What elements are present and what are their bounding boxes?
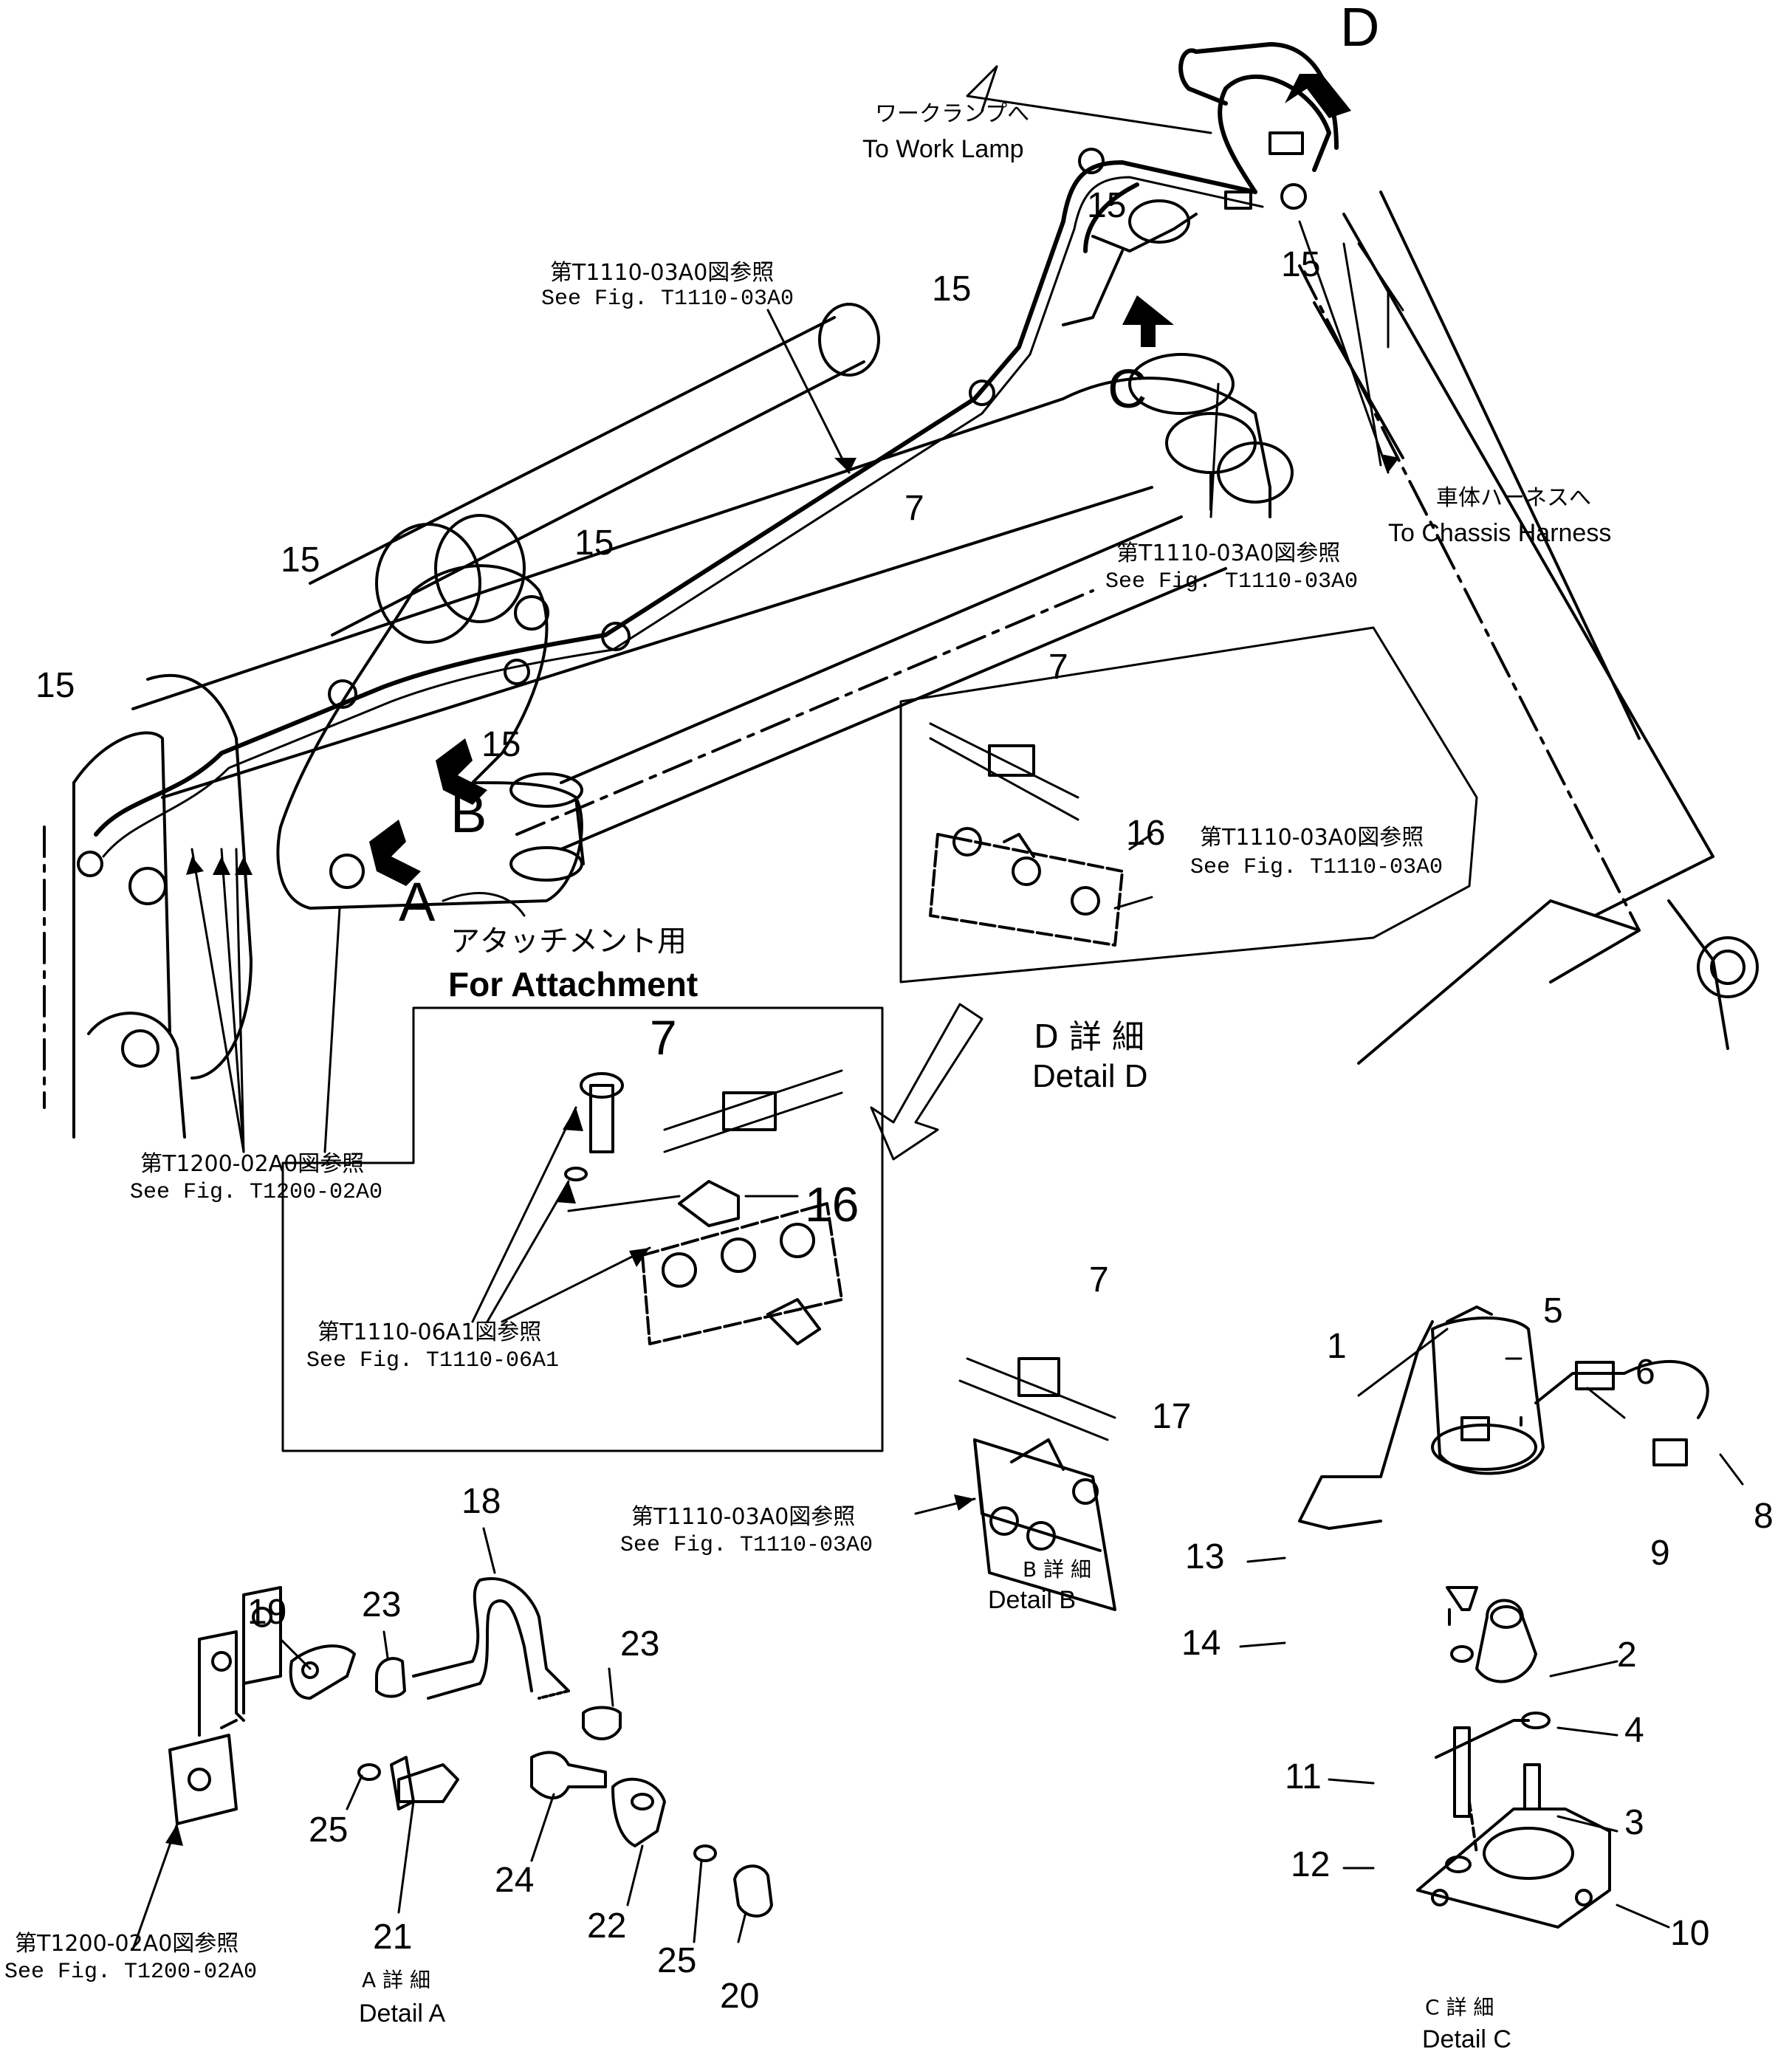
- main-leaders: [190, 65, 1404, 1153]
- callout-16-inset: 16: [1126, 814, 1166, 853]
- leader-arrowheads: [186, 454, 1399, 875]
- detail-c-jp: C 詳 細: [1425, 1995, 1494, 2019]
- detail-d-jp: D 詳 細: [1034, 1018, 1144, 1056]
- ref-t1110-06a1-jp: 第T1110-06A1図参照: [317, 1319, 542, 1345]
- ref-t1110-06a1-en: See Fig. T1110-06A1: [306, 1348, 560, 1373]
- callout-20: 20: [720, 1977, 760, 2016]
- ref-t1110-03a0-en-right: See Fig. T1110-03A0: [1105, 569, 1359, 594]
- callout-16-attachment: 16: [805, 1177, 859, 1232]
- callout-18: 18: [461, 1482, 501, 1521]
- detail-d-en: Detail D: [1032, 1058, 1148, 1094]
- callout-23-right: 23: [620, 1624, 660, 1664]
- inset-attachment: [281, 1006, 884, 1452]
- detail-c-leaders: [1239, 1328, 1744, 1929]
- detail-a-art: [168, 1577, 773, 1918]
- note-work-lamp-jp: ワークランプへ: [875, 101, 1030, 127]
- ref-t1200-02a0-en-a: See Fig. T1200-02A0: [4, 1960, 258, 1985]
- ref-t1200-02a0-jp-left: 第T1200-02A0図参照: [140, 1151, 365, 1177]
- callout-15-left: 15: [35, 666, 75, 705]
- ref-t1110-03a0-en-b: See Fig. T1110-03A0: [620, 1533, 873, 1558]
- detail-a-arrowhead: [165, 1824, 183, 1846]
- attachment-arrowheads: [555, 1108, 650, 1267]
- callout-12: 12: [1291, 1845, 1331, 1884]
- view-letter-c: C: [1108, 358, 1147, 419]
- callout-8: 8: [1754, 1497, 1774, 1536]
- ref-t1110-03a0-en-inset: See Fig. T1110-03A0: [1190, 855, 1443, 880]
- note-attachment-jp: アタッチメント用: [450, 924, 687, 958]
- callout-25-right: 25: [657, 1941, 697, 1980]
- detail-b-en: Detail B: [988, 1586, 1077, 1614]
- callout-3: 3: [1624, 1803, 1644, 1842]
- callout-25-left: 25: [309, 1810, 349, 1850]
- ref-t1110-03a0-jp-inset: 第T1110-03A0図参照: [1200, 825, 1424, 851]
- work-lamp-bracket: [1062, 131, 1304, 326]
- callout-10: 10: [1670, 1914, 1710, 1953]
- callout-19: 19: [247, 1593, 287, 1632]
- detail-b-art: [914, 1357, 1116, 1611]
- callout-6: 6: [1635, 1353, 1655, 1392]
- callout-9: 9: [1650, 1534, 1670, 1573]
- callout-21: 21: [373, 1918, 413, 1957]
- callout-5: 5: [1543, 1291, 1563, 1331]
- callout-15-right: 15: [1281, 245, 1321, 284]
- note-attachment-en: For Attachment: [448, 965, 698, 1003]
- callout-2: 2: [1617, 1635, 1637, 1675]
- detail-b-jp: B 詳 細: [1023, 1557, 1092, 1582]
- ref-t1110-03a0-jp-top: 第T1110-03A0図参照: [550, 260, 775, 286]
- boom-structure: [43, 190, 1759, 1139]
- callout-15-upper: 15: [932, 270, 972, 309]
- note-work-lamp-en: To Work Lamp: [862, 135, 1024, 163]
- view-letter-b: B: [450, 783, 487, 844]
- ref-t1110-03a0-jp-right: 第T1110-03A0図参照: [1116, 540, 1341, 566]
- callout-7-attachment: 7: [650, 1010, 677, 1065]
- callout-7-inset: 7: [1048, 648, 1068, 687]
- note-chassis-en: To Chassis Harness: [1388, 519, 1612, 547]
- detail-c-en: Detail C: [1422, 2025, 1511, 2053]
- ref-t1110-03a0-en-top: See Fig. T1110-03A0: [541, 286, 794, 312]
- ref-t1110-03a0-jp-b: 第T1110-03A0図参照: [631, 1504, 856, 1530]
- callout-14: 14: [1181, 1624, 1221, 1663]
- note-chassis-jp: 車体ハーネスへ: [1436, 485, 1591, 511]
- callout-11: 11: [1285, 1757, 1322, 1796]
- callout-15-arm: 15: [281, 540, 320, 580]
- detail-a-en: Detail A: [359, 2000, 446, 2028]
- callout-15-mid: 15: [574, 524, 614, 563]
- detail-c-art: [1298, 1305, 1709, 1929]
- clamps-15: [77, 148, 1307, 877]
- callout-22: 22: [587, 1906, 627, 1946]
- view-letter-d: D: [1340, 0, 1380, 58]
- callout-15-top: 15: [1087, 186, 1127, 225]
- harness-7: [94, 42, 1339, 858]
- view-arrows: [369, 74, 1351, 886]
- callout-15-bracket: 15: [481, 725, 521, 764]
- callout-7-detail-b: 7: [1089, 1260, 1109, 1300]
- callout-13: 13: [1185, 1537, 1225, 1576]
- detail-a-jp: A 詳 細: [362, 1968, 430, 1992]
- detail-direction-arrow: [870, 1003, 983, 1161]
- callout-17: 17: [1152, 1397, 1192, 1436]
- attachment-leaders: [471, 1106, 651, 1323]
- callout-24: 24: [495, 1861, 535, 1900]
- ref-t1200-02a0-jp-a: 第T1200-02A0図参照: [15, 1931, 239, 1957]
- callout-4: 4: [1624, 1711, 1644, 1750]
- view-letter-a: A: [399, 871, 436, 933]
- callout-7-main: 7: [904, 489, 924, 528]
- detail-b-arrowhead: [954, 1494, 975, 1511]
- detail-a-leaders: [131, 1527, 747, 1951]
- inset-upper-right: [899, 626, 1478, 984]
- ref-t1200-02a0-en-left: See Fig. T1200-02A0: [130, 1180, 383, 1205]
- callout-23-left: 23: [362, 1585, 402, 1624]
- callout-1: 1: [1327, 1327, 1347, 1366]
